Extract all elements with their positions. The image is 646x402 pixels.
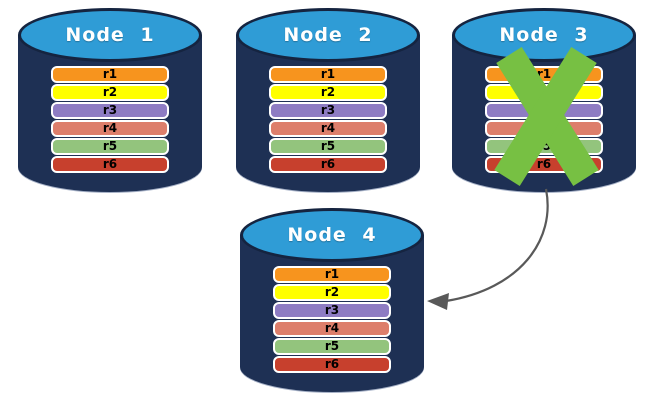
node-2-cylinder-top: Node 2: [236, 8, 420, 62]
node-3-row-r2: r2: [485, 84, 603, 101]
node-1-title: Node 1: [65, 24, 155, 46]
node-4-row-r3: r3: [273, 302, 391, 319]
node-1-row-r2: r2: [51, 84, 169, 101]
node-2-row-r1: r1: [269, 66, 387, 83]
node-4: Node 4 r1 r2 r3 r4 r5 r6: [240, 208, 424, 392]
node-4-row-r2: r2: [273, 284, 391, 301]
node-2-row-r4: r4: [269, 120, 387, 137]
node-3-title: Node 3: [499, 24, 589, 46]
node-2-row-r5: r5: [269, 138, 387, 155]
node-1-row-r3: r3: [51, 102, 169, 119]
node-3-rows: r1 r2 r3 r4 r5 r6: [485, 66, 603, 174]
node-2: Node 2 r1 r2 r3 r4 r5 r6: [236, 8, 420, 192]
node-1-row-r6: r6: [51, 156, 169, 173]
node-2-row-r6: r6: [269, 156, 387, 173]
node-2-row-r2: r2: [269, 84, 387, 101]
node-3-cylinder-top: Node 3: [452, 8, 636, 62]
node-4-title: Node 4: [287, 224, 377, 246]
node-4-row-r4: r4: [273, 320, 391, 337]
node-4-row-r1: r1: [273, 266, 391, 283]
node-3-row-r4: r4: [485, 120, 603, 137]
node-1-cylinder-top: Node 1: [18, 8, 202, 62]
node-2-row-r3: r3: [269, 102, 387, 119]
node-4-rows: r1 r2 r3 r4 r5 r6: [273, 266, 391, 374]
node-4-row-r5: r5: [273, 338, 391, 355]
node-4-row-r6: r6: [273, 356, 391, 373]
node-3-row-r3: r3: [485, 102, 603, 119]
node-1-row-r1: r1: [51, 66, 169, 83]
node-1-row-r4: r4: [51, 120, 169, 137]
node-3: Node 3 r1 r2 r3 r4 r5 r6: [452, 8, 636, 192]
node-4-cylinder-top: Node 4: [240, 208, 424, 262]
node-1-rows: r1 r2 r3 r4 r5 r6: [51, 66, 169, 174]
node-3-row-r1: r1: [485, 66, 603, 83]
migration-arrow: [427, 188, 549, 310]
node-3-row-r6: r6: [485, 156, 603, 173]
migration-arrowhead: [427, 293, 449, 310]
node-2-rows: r1 r2 r3 r4 r5 r6: [269, 66, 387, 174]
node-2-title: Node 2: [283, 24, 373, 46]
node-3-row-r5: r5: [485, 138, 603, 155]
node-1: Node 1 r1 r2 r3 r4 r5 r6: [18, 8, 202, 192]
node-1-row-r5: r5: [51, 138, 169, 155]
